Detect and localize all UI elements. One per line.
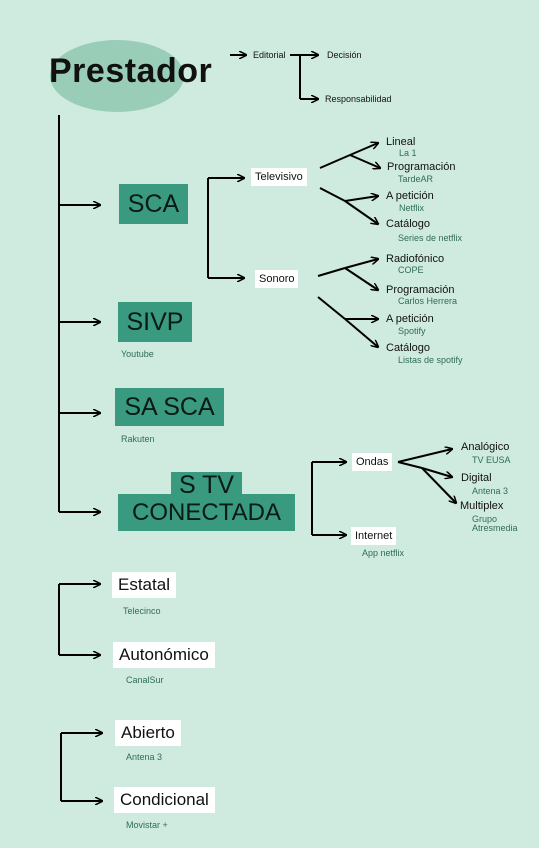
tv-item-label: Catálogo <box>386 218 431 230</box>
sca-box: SCA <box>119 184 188 224</box>
decision-label: Decisión <box>327 50 362 60</box>
autonomico-example: CanalSur <box>126 675 164 685</box>
condicional-example: Movistar + <box>126 820 168 830</box>
ondas-tag: Ondas <box>352 453 393 471</box>
condicional-box: Condicional <box>114 787 215 813</box>
tv-item-label: A petición <box>386 190 434 202</box>
sivp-box: SIVP <box>118 302 192 342</box>
sonoro-item-label: Programación <box>386 284 455 296</box>
tv-item-label: Programación <box>387 161 456 173</box>
sonoro-item-label: Radiofónico <box>386 253 445 265</box>
sasca-box: SA SCA <box>115 388 224 426</box>
sasca-example: Rakuten <box>121 434 155 444</box>
autonomico-box: Autonómico <box>113 642 215 668</box>
abierto-example: Antena 3 <box>126 752 163 762</box>
tv-item-example: La 1 <box>399 148 417 158</box>
sivp-example: Youtube <box>121 349 154 359</box>
sonoro-item-example: Listas de spotify <box>398 355 463 365</box>
tv-item-example: TardeAR <box>398 174 434 184</box>
ondas-item-label: Digital <box>461 472 492 484</box>
televisivo-tag: Televisivo <box>251 168 307 186</box>
stv-box-bottom: CONECTADA <box>118 494 295 531</box>
internet-example: App netflix <box>362 548 405 558</box>
sonoro-item-label: A petición <box>386 313 434 325</box>
ondas-item-label: Multiplex <box>460 500 504 512</box>
sonoro-tag: Sonoro <box>255 270 299 288</box>
ondas-item-label: Analógico <box>461 441 510 453</box>
page-title: Prestador <box>49 52 213 90</box>
ondas-item-example: Antena 3 <box>472 486 509 496</box>
ondas-item-example: Grupo Atresmedia <box>472 514 518 533</box>
title-ellipse <box>50 40 184 112</box>
sonoro-item-label: Catálogo <box>386 342 431 354</box>
sonoro-item-example: Spotify <box>398 326 426 336</box>
abierto-box: Abierto <box>115 720 181 746</box>
estatal-example: Telecinco <box>123 606 161 616</box>
estatal-box: Estatal <box>112 572 176 598</box>
tv-item-example: Series de netflix <box>398 233 463 243</box>
tv-item-example: Netflix <box>399 203 425 213</box>
ondas-item-example: TV EUSA <box>472 455 511 465</box>
tv-item-label: Lineal <box>386 136 416 148</box>
stv-box-top: S TV <box>171 472 242 498</box>
internet-tag: Internet <box>351 527 397 545</box>
sonoro-item-example: Carlos Herrera <box>398 296 458 306</box>
responsabilidad-label: Responsabilidad <box>325 94 392 104</box>
sonoro-item-example: COPE <box>398 265 424 275</box>
editorial-label: Editorial <box>253 50 286 60</box>
